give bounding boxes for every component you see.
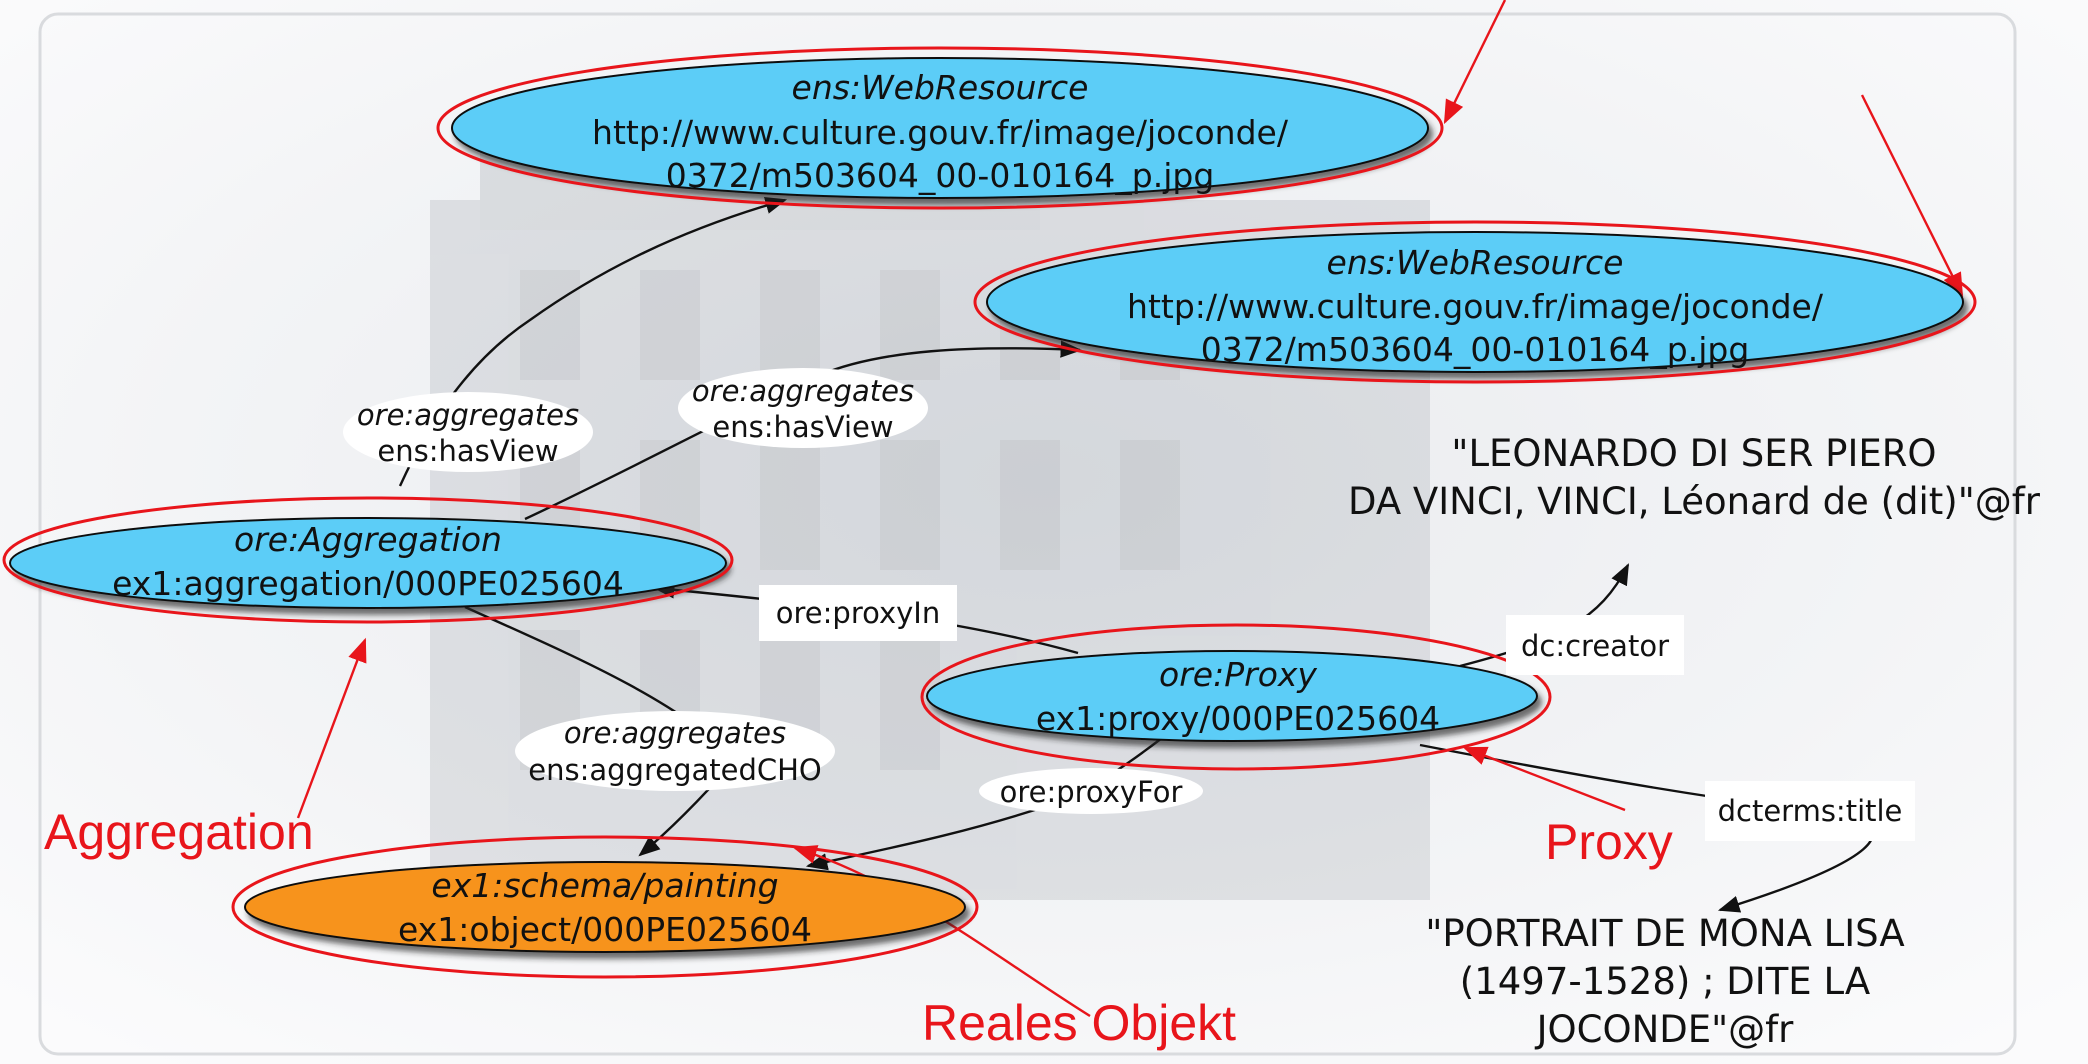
literal-title-line1: "PORTRAIT DE MONA LISA bbox=[1425, 912, 1905, 955]
edge-label-proxy-in: ore:proxyIn bbox=[775, 596, 941, 630]
node-aggregation bbox=[9, 517, 727, 609]
red-arrow-webresource-1 bbox=[1443, 0, 1507, 125]
red-arrow-proxy bbox=[1462, 746, 1626, 812]
literal-title-line2: (1497-1528) ; DITE LA bbox=[1459, 960, 1871, 1003]
literal-creator-line1: "LEONARDO DI SER PIERO bbox=[1451, 432, 1937, 475]
red-arrow-reales-objekt bbox=[792, 845, 1091, 1018]
webresource-1-url-line2: 0372/m503604_00-010164_p.jpg bbox=[665, 156, 1215, 195]
aggregation-id: ex1:aggregation/000PE025604 bbox=[112, 564, 624, 603]
highlight-ring-webresource-2 bbox=[973, 220, 1977, 384]
literal-creator: "LEONARDO DI SER PIERO DA VINCI, VINCI, … bbox=[1348, 430, 2040, 526]
edge-label-bg-creator bbox=[1506, 615, 1684, 675]
edge-label-bg-aggregates-cho bbox=[515, 711, 835, 791]
edge-label-bg-title bbox=[1705, 781, 1915, 841]
edge-label-bg-aggregates-view-2 bbox=[678, 368, 928, 448]
webresource-2-url-line2: 0372/m503604_00-010164_p.jpg bbox=[1200, 330, 1750, 369]
object-id: ex1:object/000PE025604 bbox=[398, 910, 812, 949]
object-type: ex1:schema/painting bbox=[431, 866, 779, 905]
edge-label-aggregates-view-2-line1: ore:aggregates bbox=[691, 374, 915, 408]
node-webresource-1 bbox=[451, 57, 1429, 199]
edge-label-aggregates-cho-line2: ens:aggregatedCHO bbox=[528, 753, 822, 787]
highlight-ring-webresource-1 bbox=[436, 46, 1444, 210]
annotation-aggregation: Aggregation bbox=[44, 804, 314, 860]
edge-label-bg-proxy-for bbox=[979, 768, 1203, 814]
edge-label-aggregates-view-2-line2: ens:hasView bbox=[712, 410, 894, 444]
edge-label-title: dcterms:title bbox=[1717, 794, 1903, 828]
aggregation-type: ore:Aggregation bbox=[234, 520, 502, 559]
edge-label-aggregates-view-1-line1: ore:aggregates bbox=[356, 398, 580, 432]
node-proxy bbox=[926, 650, 1538, 742]
highlight-ring-proxy bbox=[920, 623, 1552, 771]
webresource-1-type: ens:WebResource bbox=[791, 68, 1089, 107]
highlight-ring-aggregation bbox=[2, 496, 734, 624]
edge-label-bg-aggregates-view-1 bbox=[343, 392, 593, 472]
literal-title-line3: JOCONDE"@fr bbox=[1536, 1008, 1794, 1051]
edge-label-aggregates-view-1-line2: ens:hasView bbox=[377, 434, 559, 468]
proxy-type: ore:Proxy bbox=[1159, 655, 1317, 694]
proxy-id: ex1:proxy/000PE025604 bbox=[1035, 699, 1441, 738]
node-object bbox=[244, 861, 966, 953]
literal-creator-line2: DA VINCI, VINCI, Léonard de (dit)"@fr bbox=[1348, 480, 2040, 523]
webresource-1-url-line1: http://www.culture.gouv.fr/image/joconde… bbox=[592, 113, 1288, 152]
edge-label-creator: dc:creator bbox=[1520, 629, 1670, 663]
literal-title: "PORTRAIT DE MONA LISA (1497-1528) ; DIT… bbox=[1425, 910, 1904, 1054]
red-arrow-aggregation bbox=[296, 637, 367, 819]
edge-label-bg-proxy-in bbox=[759, 585, 957, 641]
edge-label-aggregates-cho-line1: ore:aggregates bbox=[563, 716, 787, 750]
webresource-2-url-line1: http://www.culture.gouv.fr/image/joconde… bbox=[1127, 287, 1823, 326]
webresource-2-type: ens:WebResource bbox=[1326, 243, 1624, 282]
edge-label-proxy-for: ore:proxyFor bbox=[999, 775, 1183, 809]
node-webresource-2 bbox=[986, 231, 1964, 373]
red-arrow-webresource-2 bbox=[1860, 94, 1964, 298]
annotation-reales-objekt: Reales Objekt bbox=[922, 995, 1237, 1051]
highlight-ring-object bbox=[231, 835, 979, 979]
annotation-proxy: Proxy bbox=[1545, 814, 1673, 870]
